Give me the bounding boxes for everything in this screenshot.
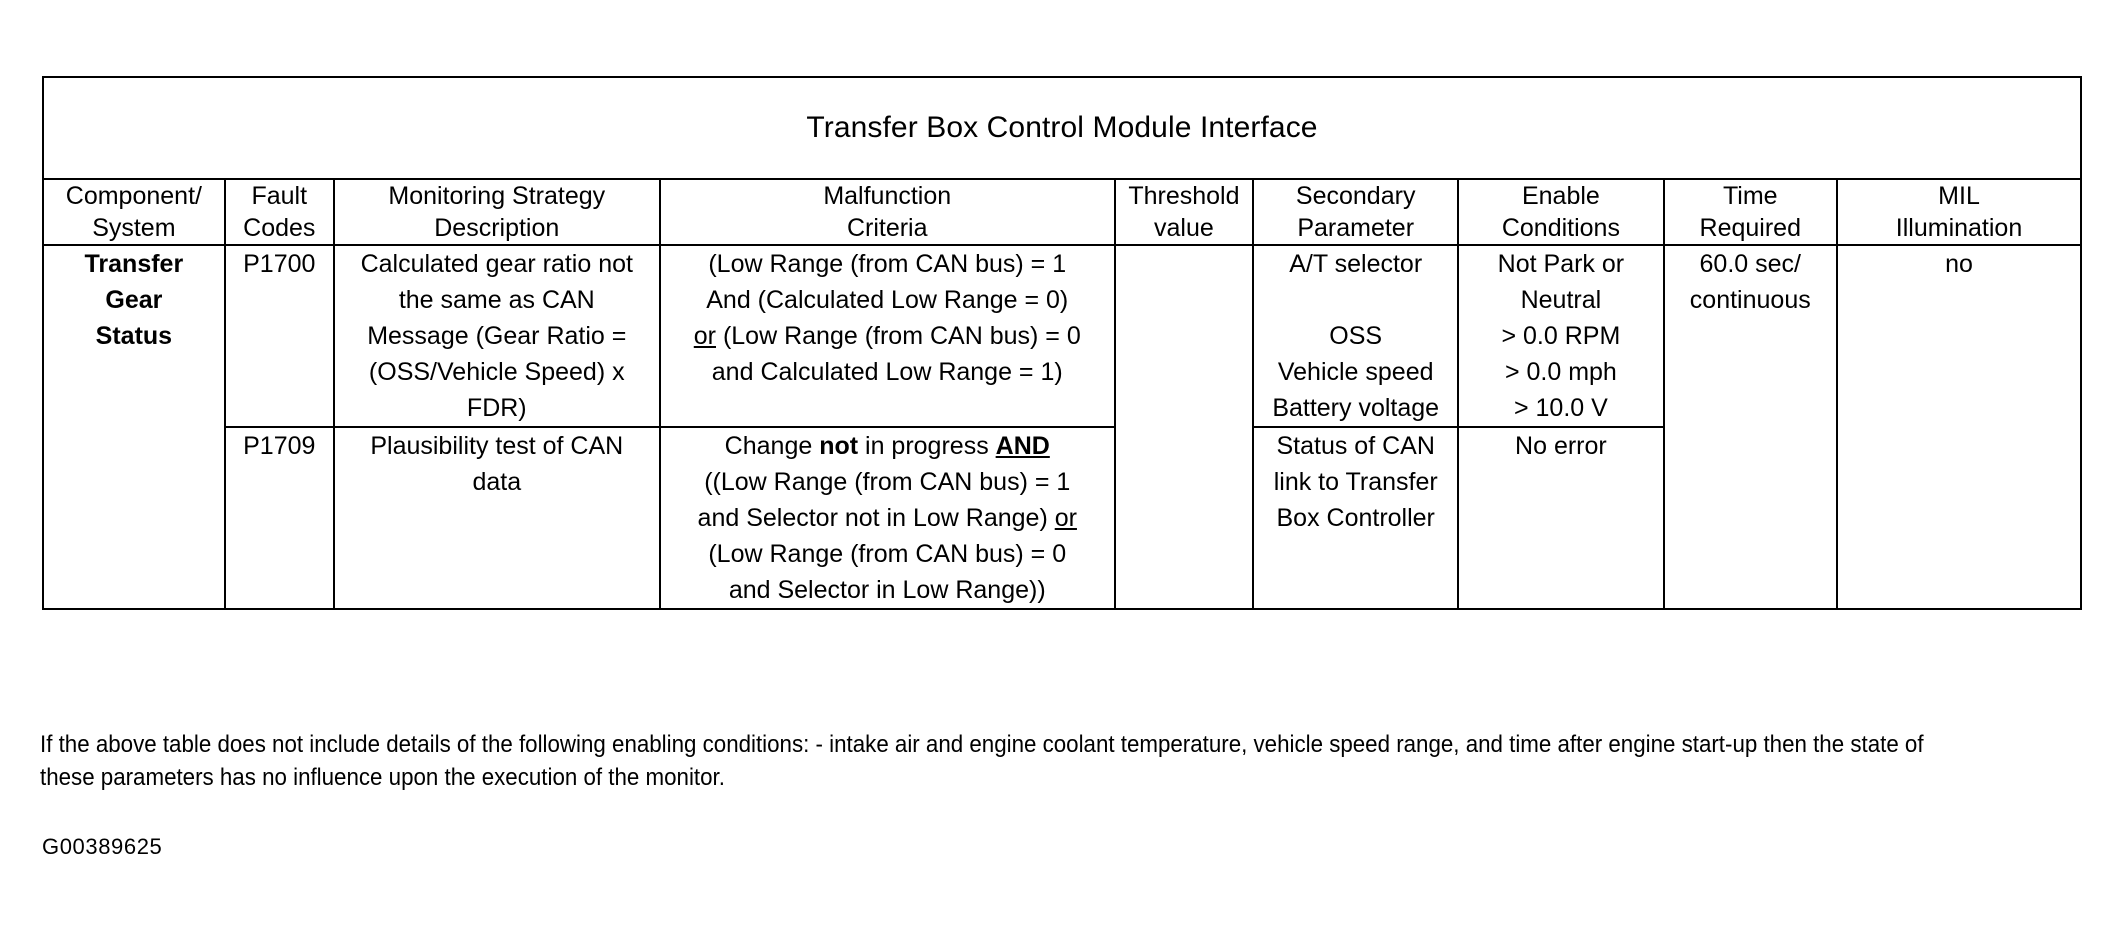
header-line-2: Required — [1699, 214, 1801, 242]
secondary-line-1: Status of CAN — [1276, 432, 1435, 460]
secondary-line-5: Battery voltage — [1272, 394, 1440, 422]
header-line-2: value — [1154, 214, 1214, 242]
header-line-2: Description — [434, 214, 560, 242]
criteria-line-2: And (Calculated Low Range = 0) — [706, 286, 1069, 314]
column-header-fault-codes: Fault Codes — [223, 178, 335, 246]
secondary-line-4: Vehicle speed — [1277, 358, 1434, 386]
strategy-line-3: Message (Gear Ratio = — [367, 322, 627, 350]
operator-or: or — [693, 322, 716, 350]
header-line-2: Illumination — [1895, 214, 2023, 242]
header-line-2: System — [92, 214, 176, 242]
strategy-line-2: the same as CAN — [398, 286, 595, 314]
header-line-1: Malfunction — [823, 182, 952, 210]
column-header-monitoring-strategy-description: Monitoring Strategy Description — [332, 178, 661, 246]
enable-line-5: > 10.0 V — [1513, 394, 1608, 422]
header-line-2: Codes — [243, 214, 316, 242]
component-line-2: Gear — [105, 286, 163, 314]
cell-fault-code: P1700 — [223, 244, 335, 428]
criteria-line-4: and Calculated Low Range = 1) — [711, 358, 1063, 386]
time-line-1: 60.0 sec/ — [1699, 250, 1801, 278]
secondary-line-1: A/T selector — [1289, 250, 1423, 278]
header-line-1: Enable — [1521, 182, 1600, 210]
time-line-2: continuous — [1689, 286, 1811, 314]
header-line-1: Secondary — [1295, 182, 1416, 210]
header-line-1: Component/ — [65, 182, 202, 210]
cell-malfunction-criteria: Change not in progress AND ((Low Range (… — [658, 426, 1116, 610]
cell-threshold-value — [1113, 244, 1255, 610]
enable-line-3: > 0.0 RPM — [1501, 322, 1621, 350]
enable-line-4: > 0.0 mph — [1504, 358, 1617, 386]
table-title-row: Transfer Box Control Module Interface — [42, 76, 2082, 180]
criteria-line-1: Change not in progress AND — [724, 432, 1050, 460]
secondary-line-2: link to Transfer — [1273, 468, 1438, 496]
emphasis-not: not — [819, 432, 859, 460]
secondary-line-spacer — [1254, 282, 1457, 318]
cell-secondary-parameter: Status of CAN link to Transfer Box Contr… — [1252, 426, 1460, 610]
operator-or: or — [1054, 504, 1077, 532]
cell-fault-code: P1709 — [223, 426, 335, 610]
page-title: Transfer Box Control Module Interface — [42, 76, 2082, 180]
cell-enable-conditions: Not Park or Neutral > 0.0 RPM > 0.0 mph … — [1457, 244, 1665, 428]
header-line-1: MIL — [1938, 182, 1980, 210]
column-header-malfunction-criteria: Malfunction Criteria — [658, 178, 1116, 246]
criteria-line-3: and Selector not in Low Range) or — [697, 504, 1077, 532]
component-line-3: Status — [95, 322, 173, 350]
header-line-2: Criteria — [846, 214, 928, 242]
cell-component-system: Transfer Gear Status — [42, 244, 226, 610]
table-header-row: Component/ System Fault Codes Monitoring… — [42, 178, 2082, 246]
cell-secondary-parameter: A/T selector OSS Vehicle speed Battery v… — [1252, 244, 1460, 428]
column-header-enable-conditions: Enable Conditions — [1457, 178, 1665, 246]
header-line-2: Parameter — [1297, 214, 1415, 242]
secondary-line-3: Box Controller — [1276, 504, 1435, 532]
strategy-line-5: FDR) — [466, 394, 527, 422]
cell-time-required: 60.0 sec/ continuous — [1662, 244, 1839, 610]
criteria-line-4: (Low Range (from CAN bus) = 0 — [708, 540, 1067, 568]
fault-code-table: Transfer Box Control Module Interface Co… — [42, 76, 2082, 610]
header-line-1: Threshold — [1128, 182, 1240, 210]
enable-line-1: No error — [1515, 432, 1607, 460]
column-header-mil-illumination: MIL Illumination — [1836, 178, 2082, 246]
strategy-line-1: Plausibility test of CAN — [370, 432, 624, 460]
criteria-line-3: or (Low Range (from CAN bus) = 0 — [693, 322, 1081, 350]
column-header-secondary-parameter: Secondary Parameter — [1252, 178, 1460, 246]
cell-monitoring-strategy: Plausibility test of CAN data — [332, 426, 661, 610]
strategy-line-2: data — [472, 468, 522, 496]
column-header-component-system: Component/ System — [42, 178, 226, 246]
table-row: Transfer Gear Status P1700 Calculated ge… — [42, 244, 2082, 610]
operator-and: AND — [995, 432, 1050, 460]
cell-mil-illumination: no — [1836, 244, 2082, 610]
criteria-line-5: and Selector in Low Range)) — [728, 576, 1046, 604]
header-line-1: Time — [1722, 182, 1778, 210]
table-row: P1709 Plausibility test of CAN data Chan… — [43, 426, 2081, 610]
cell-malfunction-criteria: (Low Range (from CAN bus) = 1 And (Calcu… — [658, 244, 1116, 428]
header-line-1: Fault — [251, 182, 308, 210]
strategy-line-1: Calculated gear ratio not — [360, 250, 633, 278]
cell-enable-conditions: No error — [1457, 426, 1665, 610]
reference-code: G00389625 — [42, 834, 163, 859]
cell-monitoring-strategy: Calculated gear ratio not the same as CA… — [332, 244, 661, 428]
footnote-text: If the above table does not include deta… — [40, 731, 1924, 791]
enable-line-2: Neutral — [1520, 286, 1602, 314]
column-header-time-required: Time Required — [1662, 178, 1839, 246]
component-line-1: Transfer — [84, 250, 184, 278]
criteria-line-2: ((Low Range (from CAN bus) = 1 — [704, 468, 1071, 496]
column-header-threshold-value: Threshold value — [1113, 178, 1255, 246]
secondary-line-3: OSS — [1329, 322, 1383, 350]
strategy-line-4: (OSS/Vehicle Speed) x — [368, 358, 625, 386]
header-line-1: Monitoring Strategy — [388, 182, 606, 210]
criteria-line-1: (Low Range (from CAN bus) = 1 — [708, 250, 1067, 278]
header-line-2: Conditions — [1501, 214, 1620, 242]
enable-line-1: Not Park or — [1497, 250, 1625, 278]
